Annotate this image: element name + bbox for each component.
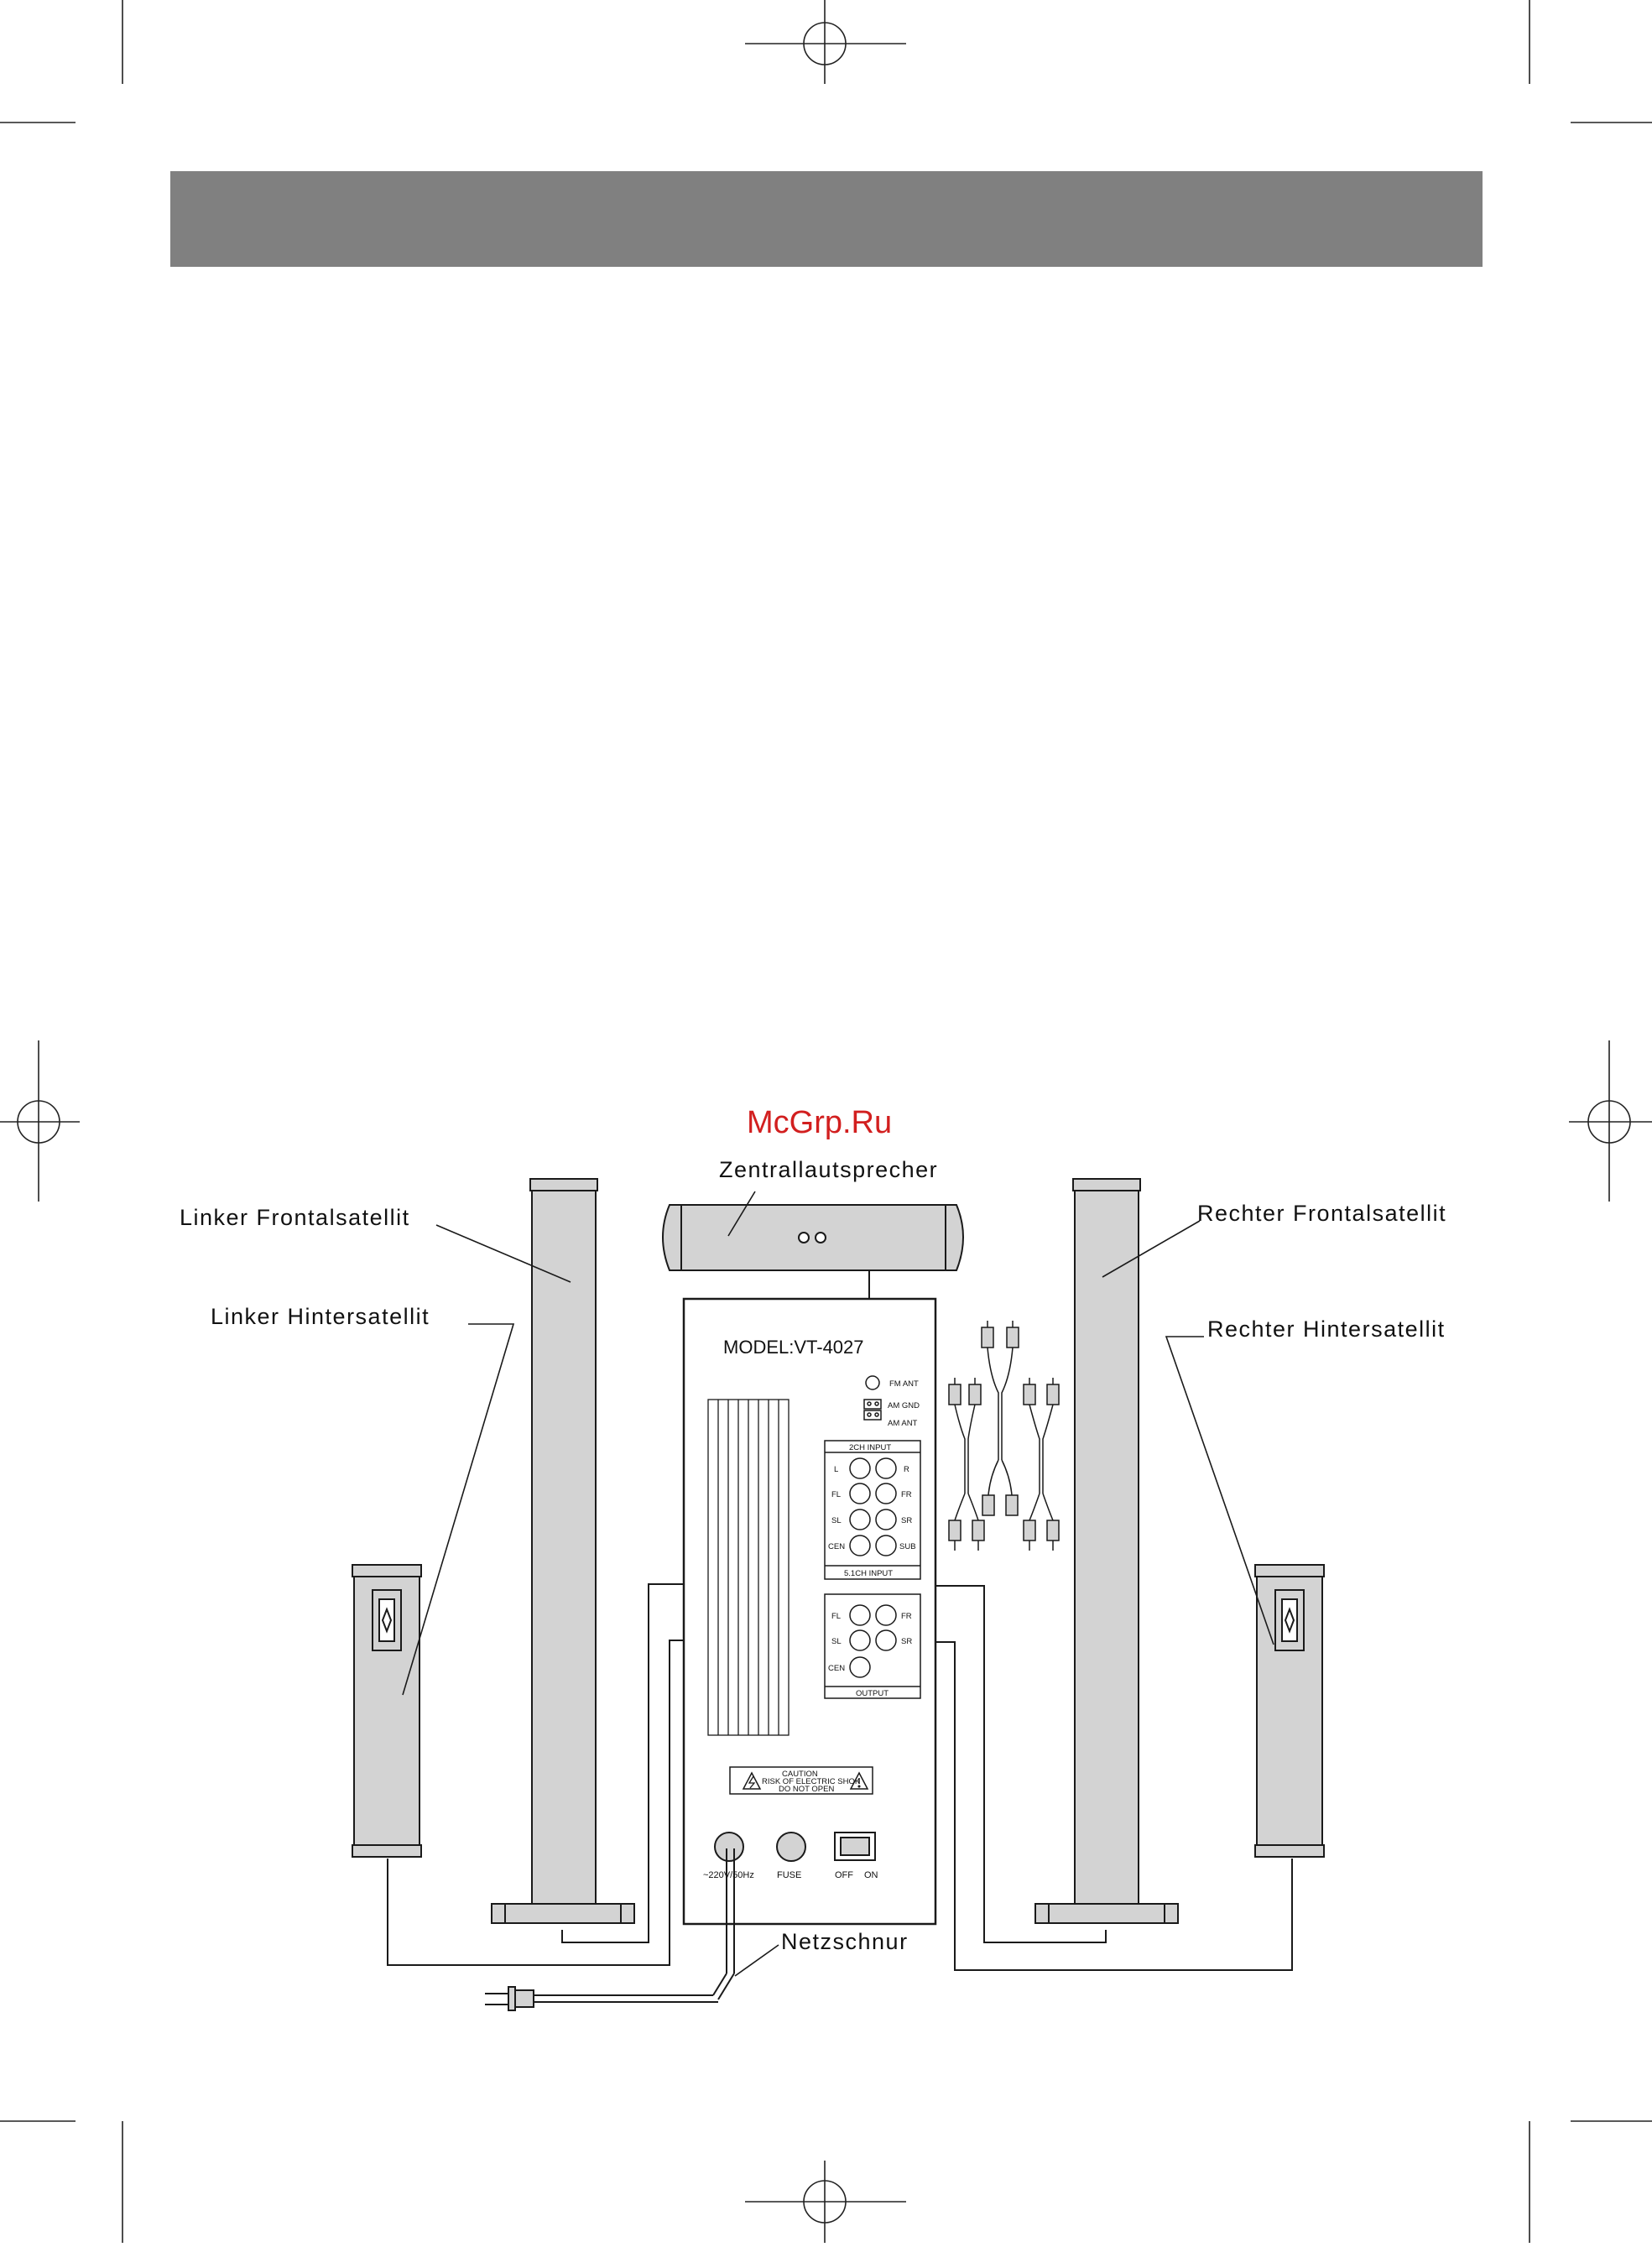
label-right-front: Rechter Frontalsatellit: [1197, 1201, 1446, 1226]
jack-in-sl: [849, 1509, 871, 1530]
lightning-icon: [748, 1775, 756, 1789]
jack-out-sr: [875, 1629, 897, 1651]
antenna-terminals: [863, 1375, 882, 1421]
power-cord: [534, 1848, 735, 2003]
in-l-label: L: [834, 1465, 838, 1474]
out-sr-label: SR: [901, 1637, 912, 1646]
heatsink: [707, 1399, 790, 1736]
watermark: McGrp.Ru: [747, 1105, 892, 1140]
in-fl-label: FL: [831, 1490, 841, 1499]
power-label: ~220V/50Hz: [703, 1870, 754, 1880]
jack-out-cen: [849, 1656, 871, 1678]
jack-in-r: [875, 1457, 897, 1479]
out-cen-label: CEN: [828, 1664, 845, 1673]
caution-line-1: CAUTION: [782, 1770, 818, 1779]
output-block: [824, 1593, 921, 1699]
out-fr-label: FR: [901, 1612, 912, 1621]
label-left-front: Linker Frontalsatellit: [180, 1205, 410, 1230]
out-sl-label: SL: [831, 1637, 842, 1646]
jack-out-fl: [849, 1604, 871, 1626]
in-sr-label: SR: [901, 1516, 912, 1525]
model-label: MODEL:VT-4027: [723, 1337, 864, 1358]
on-label: ON: [864, 1870, 878, 1880]
caution-line-3: DO NOT OPEN: [779, 1785, 834, 1794]
fuse-label: FUSE: [777, 1870, 801, 1880]
warning-icon: [857, 1778, 861, 1788]
label-right-rear: Rechter Hintersatellit: [1207, 1316, 1446, 1342]
leader-lines: [402, 1191, 1274, 1977]
output-label: OUTPUT: [856, 1689, 889, 1698]
jack-in-sub: [875, 1535, 897, 1556]
label-power-cord: Netzschnur: [781, 1929, 909, 1954]
center-speaker: [662, 1204, 964, 1271]
caution-line-2: RISK OF ELECTRIC SHOK: [762, 1777, 861, 1786]
input-51ch-label: 5.1CH INPUT: [844, 1569, 893, 1578]
input-block: [824, 1440, 921, 1580]
right-rear-speaker: [1254, 1564, 1325, 1858]
label-left-rear: Linker Hintersatellit: [211, 1304, 430, 1329]
rca-cables-icon: [948, 1321, 1060, 1551]
in-cen-label: CEN: [828, 1542, 845, 1551]
right-front-speaker: [1034, 1178, 1179, 1924]
power-plug-icon: [485, 1986, 534, 2011]
am-gnd-label: AM GND: [888, 1401, 920, 1410]
jack-in-fl: [849, 1483, 871, 1504]
left-front-speaker: [491, 1178, 635, 1924]
jack-in-fr: [875, 1483, 897, 1504]
in-r-label: R: [904, 1465, 909, 1474]
fuse-holder: [776, 1832, 806, 1862]
header-bar: [170, 171, 1483, 267]
power-controls: [714, 1832, 876, 1862]
power-socket: [714, 1832, 744, 1862]
input-2ch-label: 2CH INPUT: [849, 1443, 891, 1452]
in-sub-label: SUB: [899, 1542, 916, 1551]
in-fr-label: FR: [901, 1490, 912, 1499]
in-sl-label: SL: [831, 1516, 842, 1525]
out-fl-label: FL: [831, 1612, 841, 1621]
off-label: OFF: [835, 1870, 853, 1880]
fm-ant-label: FM ANT: [889, 1379, 919, 1389]
jack-in-cen: [849, 1535, 871, 1556]
jack-out-sl: [849, 1629, 871, 1651]
left-rear-speaker: [352, 1564, 422, 1858]
jack-out-fr: [875, 1604, 897, 1626]
am-ant-label: AM ANT: [888, 1419, 918, 1428]
jack-in-sr: [875, 1509, 897, 1530]
label-center: Zentrallautsprecher: [719, 1157, 938, 1182]
jack-in-l: [849, 1457, 871, 1479]
